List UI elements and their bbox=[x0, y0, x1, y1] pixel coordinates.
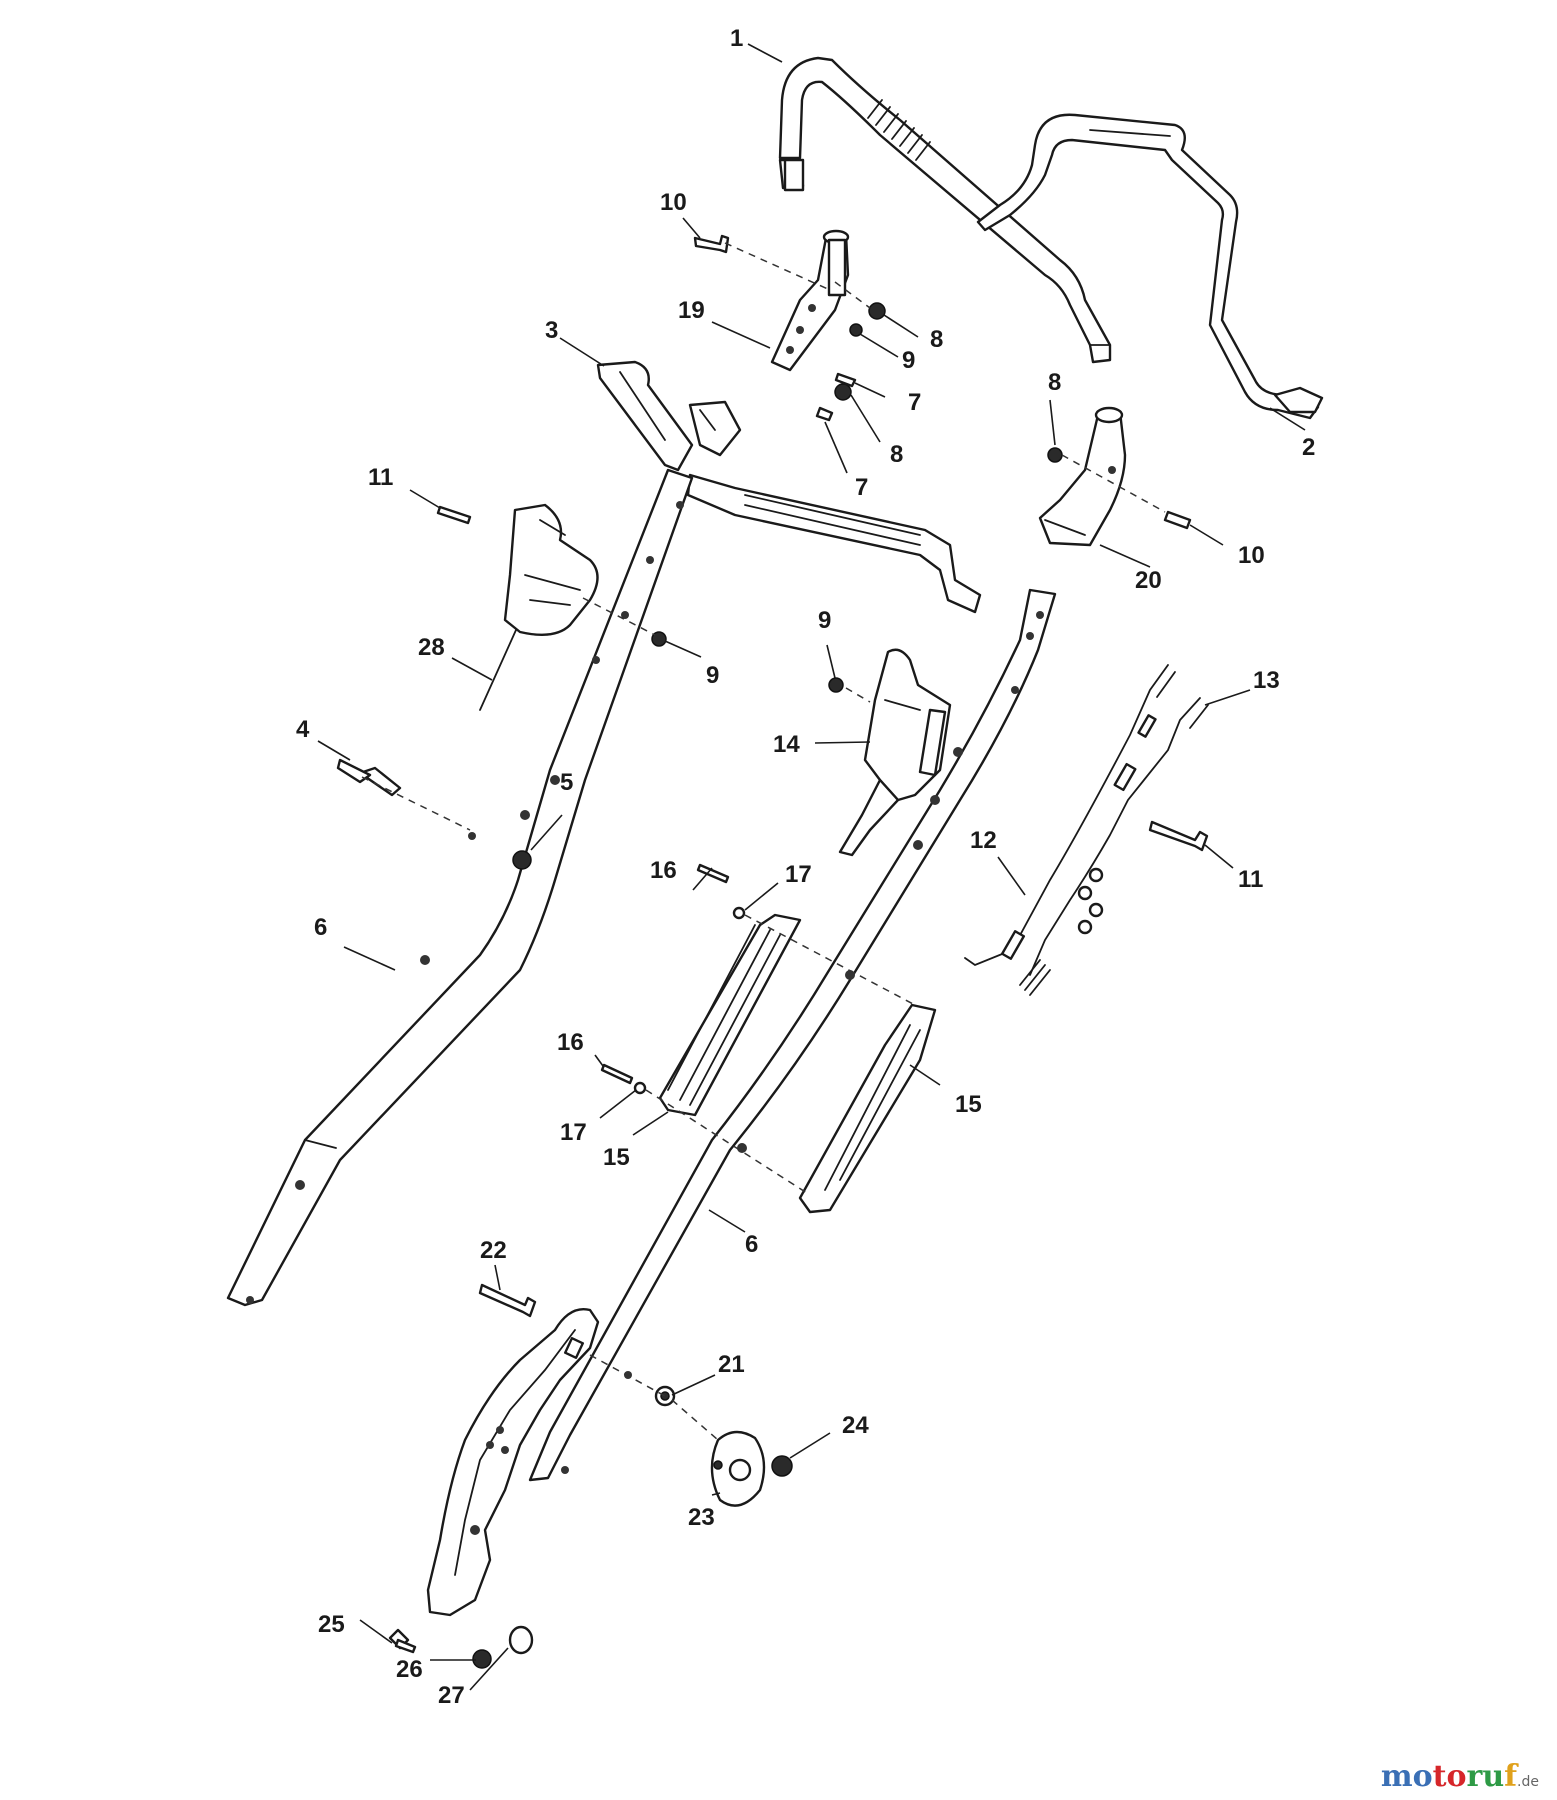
grip-rings bbox=[867, 99, 931, 161]
label-6-left: 6 bbox=[314, 914, 327, 941]
height-adjuster-plate bbox=[710, 1430, 766, 1507]
leader-lines bbox=[317, 43, 1306, 1691]
upper-handle-bar bbox=[778, 56, 1112, 364]
label-5: 5 bbox=[560, 769, 573, 796]
label-15-left: 15 bbox=[603, 1144, 630, 1171]
label-1: 1 bbox=[730, 25, 743, 52]
label-9-middle: 9 bbox=[818, 607, 831, 634]
motoruf-watermark-logo: motoruf.de bbox=[1381, 1759, 1539, 1794]
label-20: 20 bbox=[1135, 567, 1162, 594]
label-19: 19 bbox=[678, 297, 705, 324]
label-17-upper: 17 bbox=[785, 861, 812, 888]
label-10-upper: 10 bbox=[660, 189, 687, 216]
label-15-right: 15 bbox=[955, 1091, 982, 1118]
channel-cover-right bbox=[798, 1003, 937, 1214]
label-7-lower: 7 bbox=[855, 474, 868, 501]
label-11-right: 11 bbox=[1238, 866, 1263, 893]
label-7-upper: 7 bbox=[908, 389, 921, 416]
label-6-right: 6 bbox=[745, 1231, 758, 1258]
hardware-nuts bbox=[472, 302, 1104, 1669]
label-3: 3 bbox=[545, 317, 558, 344]
hardware-bolts bbox=[336, 234, 1209, 1654]
label-14: 14 bbox=[773, 731, 800, 758]
watermark-segment: to bbox=[1432, 1759, 1467, 1794]
label-23: 23 bbox=[688, 1504, 715, 1531]
label-8-right: 8 bbox=[1048, 369, 1061, 396]
label-26: 26 bbox=[396, 1656, 423, 1683]
label-28: 28 bbox=[418, 634, 445, 661]
watermark-segment: f bbox=[1504, 1759, 1518, 1794]
operator-bail bbox=[976, 113, 1324, 420]
label-13: 13 bbox=[1253, 667, 1280, 694]
channel-cover-left bbox=[658, 913, 802, 1117]
part-number-labels: 1 2 3 4 5 6 6 7 7 8 8 8 9 9 9 10 10 11 1… bbox=[296, 25, 1315, 1709]
label-24: 24 bbox=[842, 1412, 869, 1439]
label-17-lower: 17 bbox=[560, 1119, 587, 1146]
right-handle-tube bbox=[528, 588, 1057, 1482]
left-handle-tube bbox=[226, 468, 694, 1307]
label-25: 25 bbox=[318, 1611, 345, 1638]
label-21: 21 bbox=[718, 1351, 745, 1378]
wheel-bracket bbox=[426, 1308, 600, 1617]
clip-bracket bbox=[596, 360, 742, 472]
brake-lever-housing bbox=[838, 648, 952, 857]
cables bbox=[964, 664, 1209, 996]
label-9-upper: 9 bbox=[902, 347, 915, 374]
throttle-control bbox=[479, 503, 599, 711]
watermark-tld: .de bbox=[1517, 1774, 1539, 1790]
label-12: 12 bbox=[970, 827, 997, 854]
right-handle-bracket bbox=[1038, 406, 1127, 547]
control-rod bbox=[686, 473, 982, 614]
label-16-lower: 16 bbox=[557, 1029, 584, 1056]
label-9-left: 9 bbox=[706, 662, 719, 689]
watermark-segment: mo bbox=[1380, 1759, 1433, 1794]
left-handle-bracket bbox=[770, 229, 850, 372]
label-10-right: 10 bbox=[1238, 542, 1265, 569]
label-4: 4 bbox=[296, 716, 310, 743]
label-11-upper: 11 bbox=[368, 464, 393, 491]
label-8-upper: 8 bbox=[930, 326, 943, 353]
label-8-middle: 8 bbox=[890, 441, 903, 468]
label-2: 2 bbox=[1302, 434, 1315, 461]
watermark-segment: ru bbox=[1466, 1759, 1505, 1794]
assembly-lines bbox=[361, 242, 1166, 1441]
label-16-upper: 16 bbox=[650, 857, 677, 884]
label-22: 22 bbox=[480, 1237, 507, 1264]
label-27: 27 bbox=[438, 1682, 465, 1709]
